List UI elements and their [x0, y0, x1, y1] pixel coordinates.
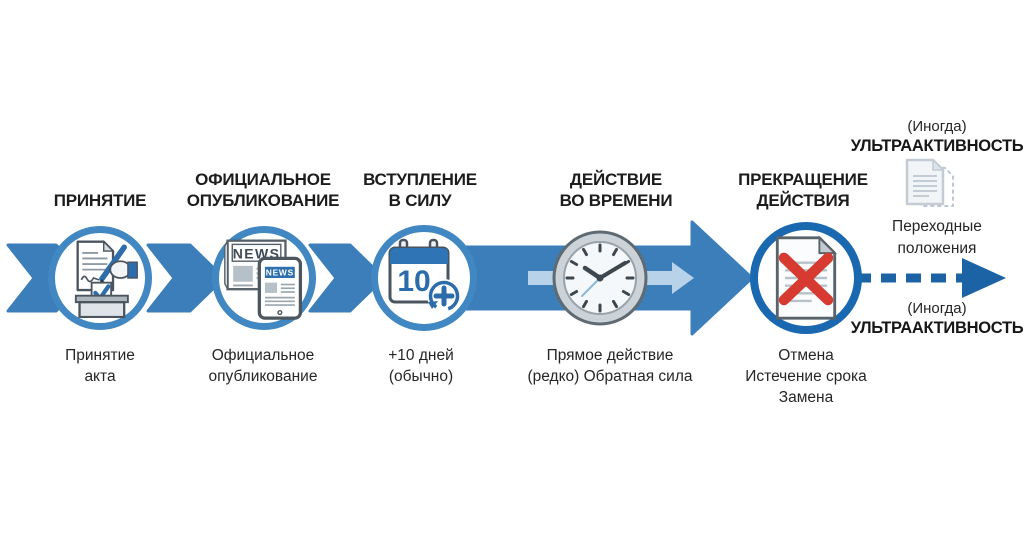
clock-icon	[552, 230, 648, 326]
stage-caption-publication: Официальное опубликование	[208, 347, 318, 385]
stage-circle-entry-force: 10	[371, 225, 477, 331]
chevron-segment-3	[308, 243, 386, 313]
cancelled-document-icon	[775, 235, 838, 320]
band-arrowhead	[690, 220, 754, 336]
chevron-segment-2	[146, 243, 226, 313]
stage-title-publication: ОФИЦИАЛЬНОЕ ОПУБЛИКОВАНИЕ	[186, 170, 340, 210]
light-arrow-icon	[646, 262, 694, 294]
stage-caption-action-time: Прямое действие (редко) Обратная сила	[527, 347, 693, 385]
stage-title-adoption: ПРИНЯТИЕ	[53, 191, 147, 210]
ultraactivity-annotation-bottom: (Иногда) УЛЬТРААКТИВНОСТЬ	[842, 299, 1024, 339]
annotation-label: УЛЬТРААКТИВНОСТЬ	[850, 319, 1024, 337]
clock-minute-hand	[598, 261, 627, 280]
stage-caption-termination: Отмена Истечение срока Замена	[745, 347, 867, 406]
annotation-prefix: (Иногда)	[907, 118, 967, 135]
stage-caption-adoption: Принятие акта	[65, 347, 135, 385]
clock-second-hand	[581, 277, 601, 297]
newspaper-tablet-icon: NEWS NEWS	[224, 239, 303, 320]
calendar-plus-ten-icon: 10	[388, 238, 461, 313]
stage-title-termination: ПРЕКРАЩЕНИЕ ДЕЙСТВИЯ	[738, 170, 868, 210]
annotation-label: УЛЬТРААКТИВНОСТЬ	[850, 137, 1024, 155]
red-x-icon	[778, 252, 834, 306]
transitional-provisions-caption: Переходные положения	[892, 218, 982, 257]
tablet-news-banner: NEWS	[266, 268, 294, 278]
plus-icon	[433, 285, 455, 307]
transitional-provisions-document-icon	[905, 158, 954, 207]
annotation-prefix: (Иногда)	[907, 300, 967, 317]
ultraactivity-annotation-top: (Иногда) УЛЬТРААКТИВНОСТЬ	[842, 117, 1024, 157]
stage-caption-entry-force: +10 дней (обычно)	[388, 347, 454, 385]
signing-document-ballot-icon	[74, 240, 138, 318]
stage-title-entry-force: ВСТУПЛЕНИЕ В СИЛУ	[363, 170, 477, 210]
stage-title-action-time: ДЕЙСТВИЕ ВО ВРЕМЕНИ	[559, 170, 673, 210]
stage-circle-publication: NEWS NEWS	[212, 226, 316, 330]
ultraactivity-dashed-arrow	[856, 258, 1006, 298]
stage-circle-adoption	[48, 226, 152, 330]
calendar-day-number: 10	[397, 265, 430, 298]
ballot-box-icon	[78, 301, 126, 318]
stage-circle-termination	[750, 222, 862, 334]
